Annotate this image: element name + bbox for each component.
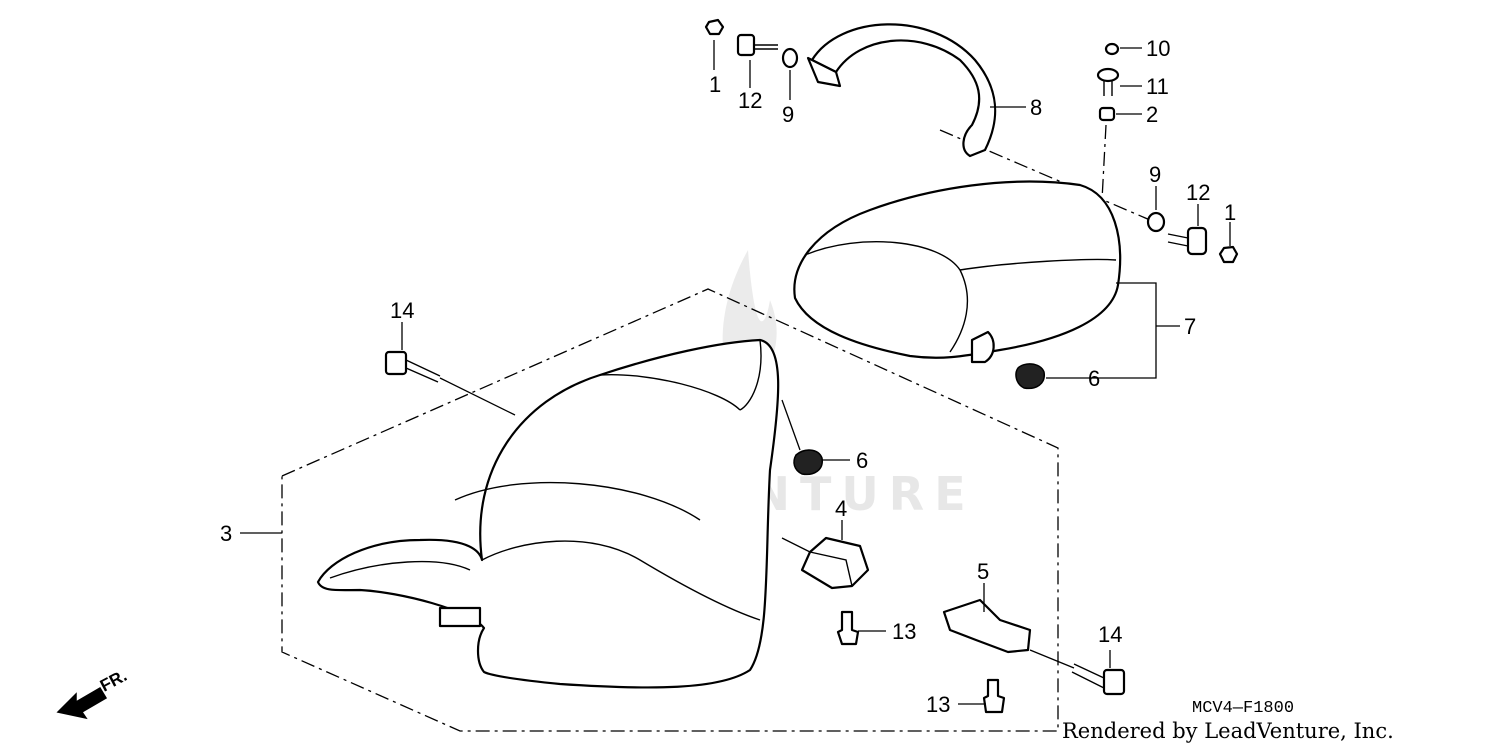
callout-6-pillion: 6 (1088, 366, 1100, 391)
callout-labels: 1 12 9 8 10 11 2 9 12 1 7 6 14 6 3 4 5 1… (220, 36, 1236, 717)
credit-text: Rendered by LeadVenture, Inc. (1062, 719, 1394, 743)
pillion-seat-part (793, 180, 1122, 364)
callout-1-top: 1 (709, 72, 721, 97)
main-seat-part (316, 338, 780, 689)
callout-5: 5 (977, 559, 989, 584)
fasteners (384, 18, 1239, 714)
callout-13-lower: 13 (926, 692, 950, 717)
callout-4: 4 (835, 496, 847, 521)
front-direction-arrow-icon (56, 686, 108, 720)
callout-7: 7 (1184, 314, 1196, 339)
callout-14-left: 14 (390, 298, 414, 323)
callout-6-seat: 6 (856, 448, 868, 473)
grab-strap-part (806, 23, 997, 158)
callout-11: 11 (1146, 74, 1169, 99)
callout-2: 2 (1146, 102, 1158, 127)
diagram-code: MCV4—F1800 (1192, 699, 1294, 718)
callout-10: 10 (1146, 36, 1170, 61)
callout-8: 8 (1030, 95, 1042, 120)
callout-9-top: 9 (782, 102, 794, 127)
callout-12-top: 12 (738, 88, 762, 113)
callout-12-right: 12 (1186, 180, 1210, 205)
seat-tab (438, 606, 482, 628)
callout-13-upper: 13 (892, 619, 916, 644)
leader-lines (240, 40, 1231, 705)
callout-1-right: 1 (1224, 200, 1236, 225)
callout-14-right: 14 (1098, 622, 1122, 647)
seat-assembly-outline (281, 288, 1059, 732)
callout-9-right: 9 (1149, 162, 1161, 187)
grommet-leader (1101, 124, 1107, 201)
callout-3: 3 (220, 521, 232, 546)
